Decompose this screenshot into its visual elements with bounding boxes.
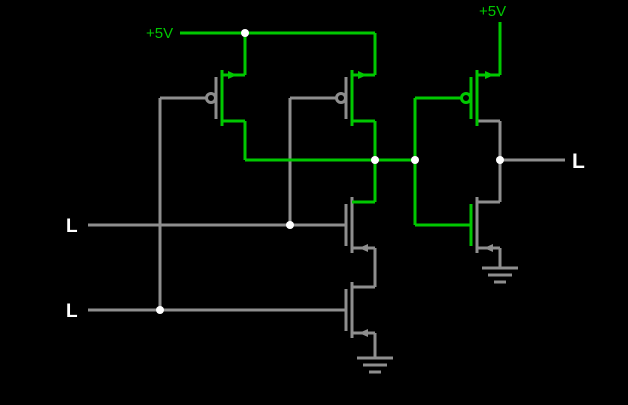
pmos1-gate-bubble-icon [205, 92, 217, 104]
nmos2-transistor-body[interactable] [344, 282, 377, 358]
vdd-label-right[interactable]: +5V [479, 3, 506, 20]
input-b-wire[interactable] [88, 96, 346, 312]
inverter-nmos-body[interactable] [475, 160, 502, 268]
low-voltage-nets [88, 77, 565, 374]
node-dot [156, 306, 164, 314]
logic-input-a[interactable]: L [66, 216, 78, 237]
pmos2-arrow-icon [358, 71, 367, 79]
node-dot [496, 156, 504, 164]
pmos1-arrow-icon [228, 71, 237, 79]
logic-input-b[interactable]: L [66, 301, 78, 322]
nmos2-arrow-icon [359, 329, 368, 337]
nand-ground-icon[interactable] [357, 356, 393, 374]
inverter-nmos-arrow-icon [484, 244, 493, 252]
vdd-label-left[interactable]: +5V [146, 25, 173, 42]
inverter-pmos-drain-lead[interactable] [477, 119, 502, 160]
node-dot [371, 156, 379, 164]
nmos-source-arrows [359, 244, 493, 337]
nmos1-arrow-icon [359, 244, 368, 252]
high-voltage-nets [180, 22, 502, 246]
nmos1-transistor-body[interactable] [344, 197, 377, 287]
logic-output: L [572, 150, 585, 173]
inverter-ground-icon[interactable] [482, 266, 518, 284]
pmos2-gate-bubble-icon [335, 92, 347, 104]
inverter-pmos-arrow-icon [485, 71, 494, 79]
pmos-source-arrows [228, 71, 494, 79]
inverter-pmos-gate-bubble-icon [460, 92, 472, 104]
vdd-rail-wire[interactable] [180, 31, 377, 75]
nmos1-drain-lead[interactable] [352, 160, 377, 204]
node-dot [241, 29, 249, 37]
node-dot [286, 221, 294, 229]
node-dot [411, 156, 419, 164]
pmos1-transistor-body[interactable] [220, 70, 247, 160]
pmos2-transistor-body[interactable] [350, 70, 377, 160]
connection-dots [156, 29, 504, 314]
